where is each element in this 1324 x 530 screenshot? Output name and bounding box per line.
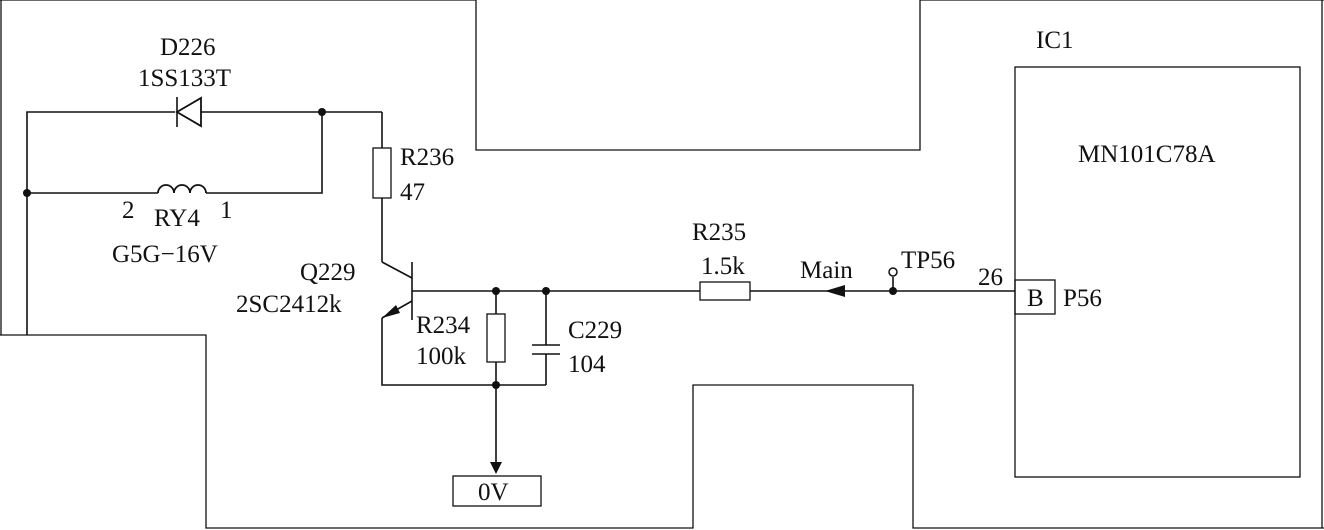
diode-d226: D226 1SS133T [138,34,231,128]
junction-dot [542,287,550,295]
ic1-pin-name: P56 [1063,285,1102,312]
q229-ref: Q229 [300,259,356,286]
ry4-ref: RY4 [154,205,200,232]
signal-name: Main [800,257,853,284]
ic1-pin-type: B [1027,285,1044,312]
resistor-r234: R234 100k [416,287,506,385]
main-signal: Main [800,257,853,297]
r235-value: 1.5k [701,253,745,280]
relay-coil-ry4: 2 RY4 1 G5G−16V [112,184,233,268]
relay-loop [23,108,383,335]
resistor-r235: R235 1.5k [692,219,1015,301]
test-point-tp56: TP56 [888,247,955,295]
r236-value: 47 [400,179,425,206]
ry4-pin-1: 1 [220,197,233,224]
ic1-pin-box [1014,279,1056,315]
ic1-part: MN101C78A [1078,141,1216,168]
capacitor-c229: C229 104 [532,287,622,385]
junction-dot [318,108,326,116]
r234-value: 100k [416,343,467,370]
resistor-r236: R236 47 [372,144,454,262]
ic1-pin-number: 26 [978,264,1003,291]
ground-label: 0V [478,479,509,506]
ry4-pin-2: 2 [122,197,135,224]
d226-part: 1SS133T [138,65,231,92]
d226-ref: D226 [160,34,216,61]
q229-part: 2SC2412k [236,291,342,318]
ry4-part: G5G−16V [112,241,218,268]
transistor-q229: Q229 2SC2412k [236,259,700,386]
ground-0v: 0V [452,381,542,507]
junction-dot [492,287,500,295]
ic1-ref: IC1 [1036,27,1074,54]
ic1: IC1 MN101C78A B P56 26 [978,27,1301,478]
r235-ref: R235 [692,219,746,246]
c229-ref: C229 [568,317,622,344]
r234-ref: R234 [416,312,471,339]
c229-value: 104 [568,351,606,378]
tp56-ref: TP56 [901,247,955,274]
r236-ref: R236 [400,144,454,171]
junction-dot [23,189,31,197]
